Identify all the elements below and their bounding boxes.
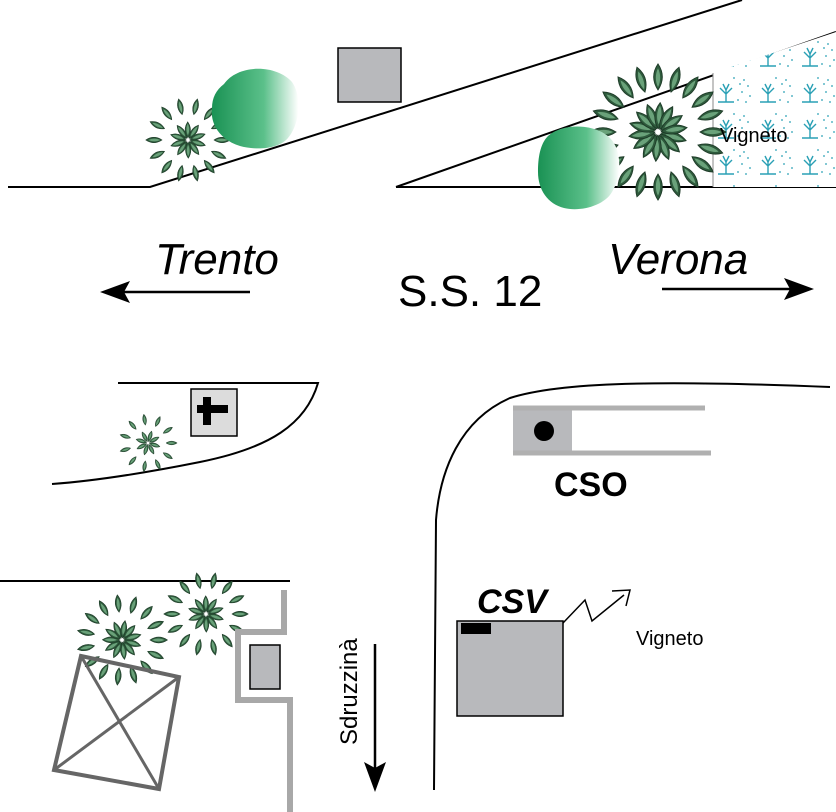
leaf: [166, 592, 185, 606]
leaf: [209, 148, 228, 162]
csv-label: CSV: [477, 583, 550, 621]
leaf: [159, 104, 175, 122]
arrow-down-icon: [364, 644, 386, 792]
vineyard-area-top: [712, 32, 836, 187]
leaf: [161, 425, 174, 436]
leaf: [166, 622, 185, 636]
leaf: [127, 595, 140, 615]
leaf: [141, 460, 148, 473]
leaf: [688, 87, 717, 112]
zigzag-arrow-icon: [562, 589, 631, 624]
leaf: [190, 97, 201, 116]
leaf: [76, 627, 96, 638]
leaf: [165, 440, 178, 446]
leaf: [161, 450, 174, 461]
garden-wall: [235, 590, 293, 812]
vineyard-label-top: Vigneto: [720, 125, 787, 147]
direction-label-sdruzzina: Sdruzzinà: [336, 638, 363, 745]
leaf: [148, 148, 167, 162]
leaf: [632, 169, 650, 199]
leaf: [145, 618, 166, 632]
leaf: [149, 636, 168, 644]
leaf: [113, 667, 123, 686]
leaf: [666, 169, 684, 199]
building-crossed: [51, 653, 182, 792]
leaf: [193, 638, 204, 657]
leaf: [652, 63, 664, 91]
csv-building: [456, 620, 564, 717]
leaf: [599, 87, 628, 112]
leaf: [76, 642, 96, 653]
leaf: [227, 592, 246, 606]
tree-icon: [211, 68, 299, 149]
leaf: [96, 598, 112, 618]
upper-road-edge-left: [8, 0, 743, 188]
arrow-left-icon: [100, 281, 250, 303]
leaf: [138, 603, 156, 622]
leaf: [119, 432, 132, 440]
leaf: [632, 65, 650, 95]
leaf: [153, 415, 163, 428]
building-small: [249, 644, 281, 690]
leaf: [119, 446, 132, 454]
leaf: [127, 419, 138, 431]
cso-label: CSO: [554, 466, 628, 504]
leaf: [652, 173, 664, 201]
lower-road-edge-right: [433, 382, 831, 791]
leaf: [96, 662, 112, 682]
building-top: [337, 47, 402, 103]
leaf: [113, 594, 123, 613]
leaf: [175, 97, 186, 116]
leaf: [82, 610, 102, 627]
direction-label-trento: Trento: [155, 235, 279, 284]
road-label: S.S. 12: [398, 267, 542, 316]
cross-icon: [190, 388, 238, 437]
tree-icon: [538, 126, 620, 210]
leaf: [163, 610, 181, 618]
leaf: [678, 73, 703, 102]
vineyard-label-side: Vigneto: [636, 628, 703, 650]
leaf: [219, 632, 235, 650]
arrow-right-icon: [662, 278, 814, 300]
leaf: [678, 162, 703, 191]
leaf: [141, 413, 148, 426]
bush-icon: [119, 413, 178, 473]
direction-label-verona: Verona: [608, 235, 748, 284]
leaf: [613, 73, 638, 102]
cso-station: [513, 405, 711, 456]
leaf: [231, 610, 249, 618]
leaf: [177, 632, 193, 650]
leaf: [145, 648, 166, 662]
leaf: [127, 455, 138, 467]
lower-road-edge-left: [51, 382, 320, 485]
leaf: [208, 638, 219, 657]
leaf: [145, 136, 163, 144]
leaf: [688, 152, 717, 177]
leaf: [159, 158, 175, 176]
leaf: [148, 118, 167, 132]
